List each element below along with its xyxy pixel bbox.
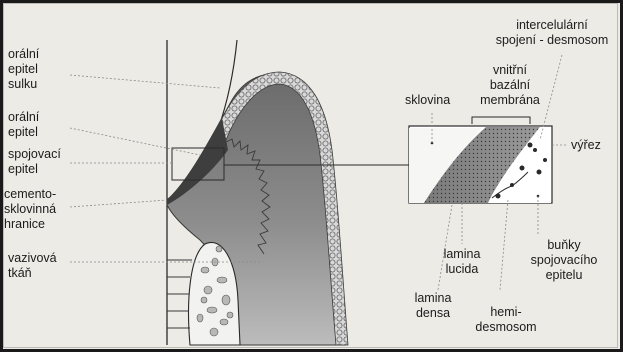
- label-lamina-densa: lamina densa: [404, 291, 462, 321]
- label-enamel: sklovina: [405, 93, 450, 108]
- label-inner-basal-membrane: vnitřní bazální membrána: [460, 63, 560, 108]
- label-junctional-epithelium: spojovací epitel: [8, 147, 61, 177]
- label-cementoenamel-junction: cemento- sklovinná hranice: [4, 187, 56, 232]
- basal-membrane-bracket: [472, 117, 530, 124]
- label-cutout: výřez: [571, 138, 601, 153]
- label-connective-tissue: vazivová tkáň: [8, 251, 57, 281]
- label-hemidesmosome: hemi- desmosom: [466, 305, 546, 335]
- label-intercellular-junction: intercelulární spojení - desmosom: [487, 18, 617, 48]
- label-oral-epithelium: orální epitel: [8, 110, 39, 140]
- label-junctional-cells: buňky spojovacího epitelu: [516, 238, 612, 283]
- label-lamina-lucida: lamina lucida: [433, 247, 491, 277]
- label-oral-sulcus-epithelium: orální epitel sulku: [8, 47, 39, 92]
